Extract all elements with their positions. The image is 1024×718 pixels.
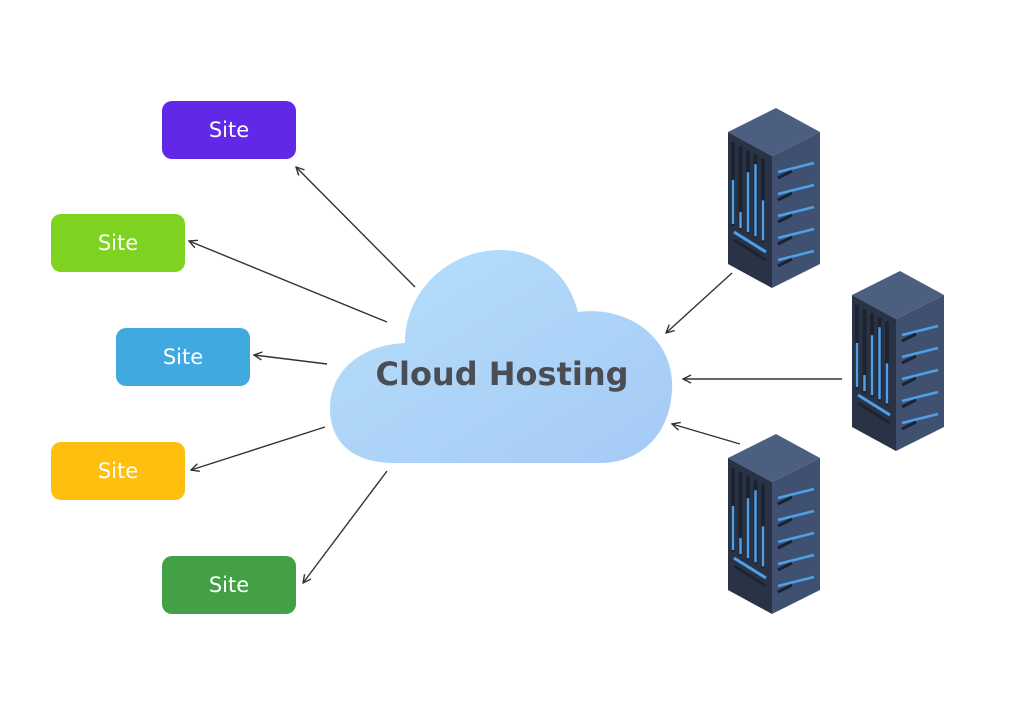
server-slot xyxy=(777,213,793,224)
arrow-to-site-1 xyxy=(296,167,416,288)
server-light-bar xyxy=(901,412,939,425)
site-box-1[interactable]: Site xyxy=(162,101,296,159)
site-box-3[interactable]: Site xyxy=(116,328,250,386)
server-light-bar xyxy=(901,390,939,403)
server-slot xyxy=(901,420,917,431)
server-light-bar xyxy=(857,393,891,417)
arrow-to-site-3 xyxy=(254,355,328,365)
site-box-2[interactable]: Site xyxy=(51,214,185,272)
cloud-shape xyxy=(330,250,673,463)
server-slot xyxy=(777,235,793,246)
server-light-bar xyxy=(777,161,815,174)
server-arrows xyxy=(666,272,842,445)
server-light-bar xyxy=(777,531,815,544)
arrow-to-site-4 xyxy=(191,426,326,470)
server-slot xyxy=(777,561,793,572)
server-light-bar xyxy=(901,324,939,337)
server-light-bar xyxy=(777,205,815,218)
arrow-from-server-3 xyxy=(672,424,741,445)
server-slot xyxy=(777,191,793,202)
server-light-bar xyxy=(777,183,815,196)
site-box-5[interactable]: Site xyxy=(162,556,296,614)
server-light-bar xyxy=(901,346,939,359)
server-slot xyxy=(901,398,917,409)
server-slot xyxy=(777,257,793,268)
server-light-bar xyxy=(901,368,939,381)
server-light-bar xyxy=(777,575,815,588)
site-arrows xyxy=(189,167,416,583)
arrow-to-site-5 xyxy=(303,470,388,583)
site-box-4[interactable]: Site xyxy=(51,442,185,500)
server-slot xyxy=(733,564,767,588)
server-slot xyxy=(777,583,793,594)
server-slot xyxy=(857,401,891,425)
server-light-bar xyxy=(777,487,815,500)
cloud-label: Cloud Hosting xyxy=(375,355,629,393)
server-icon xyxy=(728,108,820,288)
server-slot xyxy=(777,517,793,528)
server-slot xyxy=(733,238,767,262)
server-slot xyxy=(777,495,793,506)
server-light-bar xyxy=(733,230,767,254)
server-light-bar xyxy=(777,509,815,522)
arrow-from-server-1 xyxy=(666,272,733,333)
server-light-bar xyxy=(777,227,815,240)
server-light-bar xyxy=(733,556,767,580)
arrow-to-site-2 xyxy=(189,241,388,323)
server-slot xyxy=(901,354,917,365)
server-light-bar xyxy=(777,249,815,262)
server-light-bar xyxy=(777,553,815,566)
server-slot xyxy=(777,169,793,180)
server-slot xyxy=(901,376,917,387)
server-icon xyxy=(728,434,820,614)
server-top xyxy=(852,271,944,319)
server-top xyxy=(728,108,820,156)
server-top xyxy=(728,434,820,482)
server-icon xyxy=(852,271,944,451)
server-slot xyxy=(777,539,793,550)
server-slot xyxy=(901,332,917,343)
